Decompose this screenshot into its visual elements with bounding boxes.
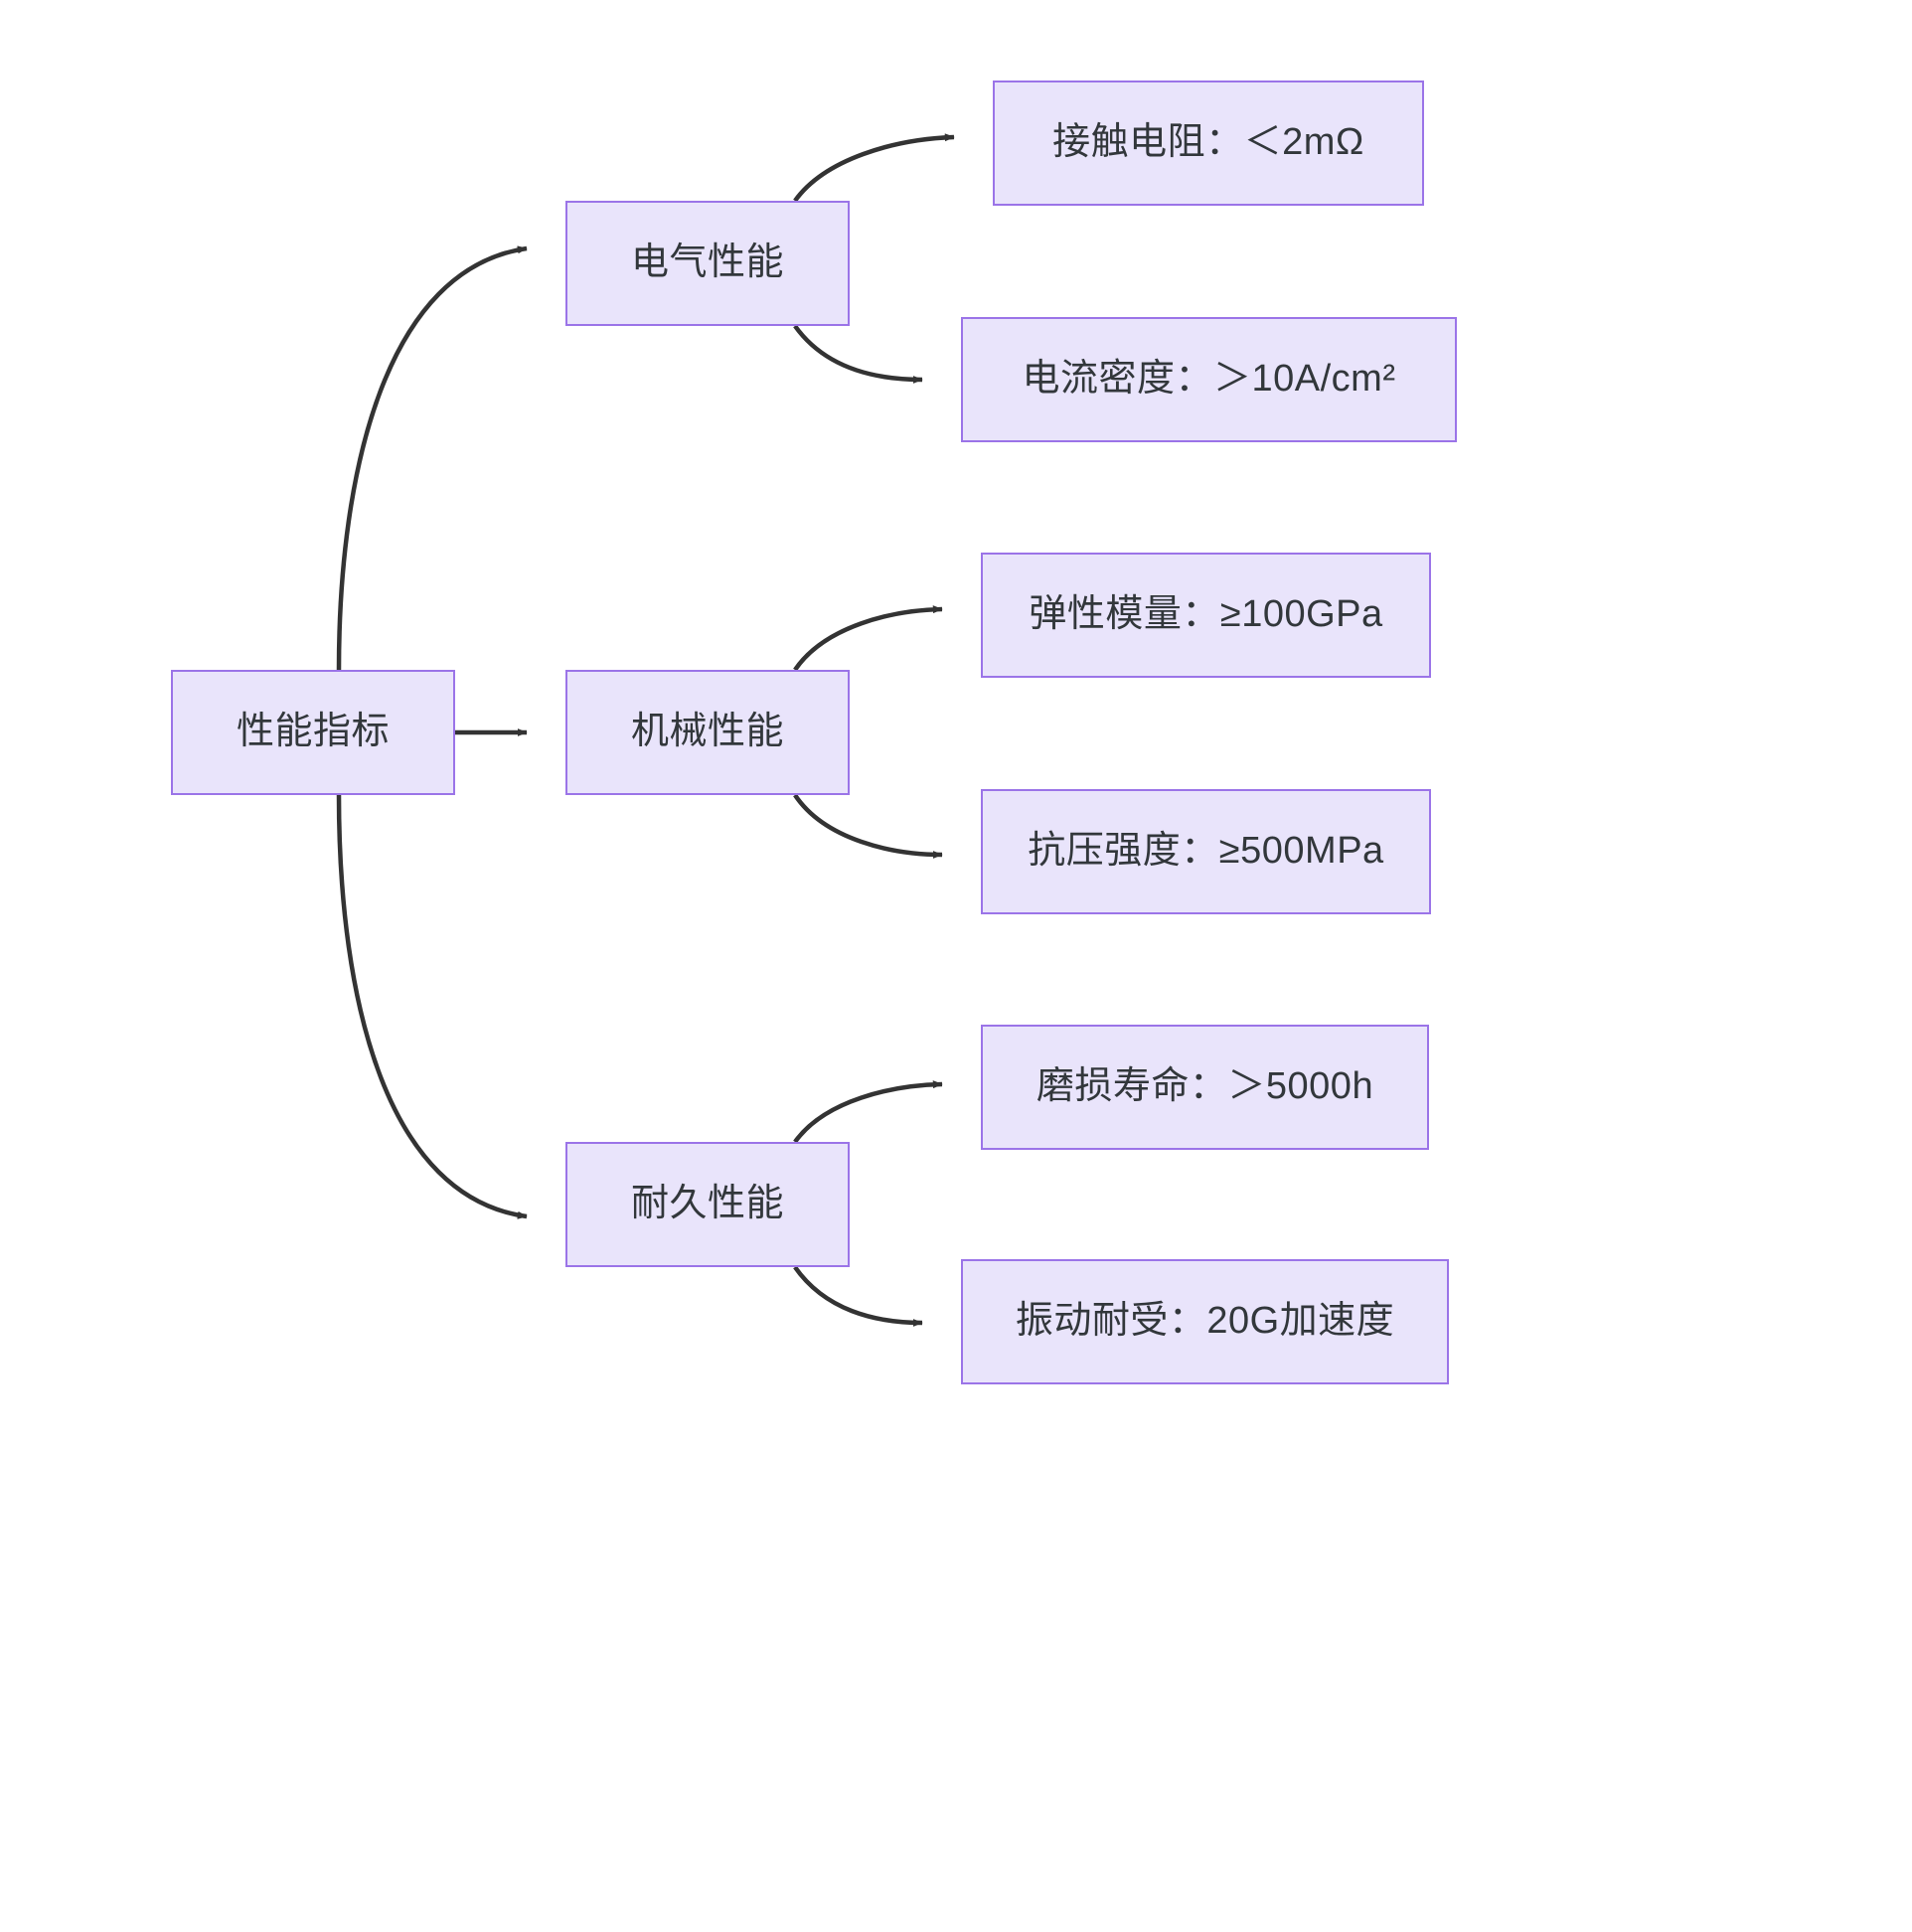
edge-durability-to-wear-life (793, 1080, 943, 1144)
node-mechanical-performance[interactable]: 机械性能 (565, 670, 850, 795)
node-contact-resistance[interactable]: 接触电阻：＜2mΩ (993, 80, 1424, 206)
edge-mechanical-to-compressive-strength (793, 793, 943, 859)
node-label: 磨损寿命：＞5000h (1036, 1065, 1374, 1108)
edge-electrical-to-contact-resistance (793, 133, 955, 203)
node-wear-life[interactable]: 磨损寿命：＞5000h (981, 1025, 1429, 1150)
edge-root-to-durability (336, 794, 528, 1219)
node-performance-metrics[interactable]: 性能指标 (171, 670, 455, 795)
node-vibration-tolerance[interactable]: 振动耐受：20G加速度 (961, 1259, 1449, 1384)
node-label: 电流密度：＞10A/cm² (1022, 358, 1396, 401)
edge-durability-to-vibration (793, 1265, 923, 1327)
node-label: 性能指标 (236, 711, 390, 753)
edge-electrical-to-current-density (793, 324, 923, 384)
node-electrical-performance[interactable]: 电气性能 (565, 201, 850, 326)
node-compressive-strength[interactable]: 抗压强度：≥500MPa (981, 789, 1431, 914)
node-label: 抗压强度：≥500MPa (1028, 830, 1384, 873)
node-label: 机械性能 (630, 711, 784, 753)
node-label: 弹性模量：≥100GPa (1029, 593, 1383, 636)
node-label: 电气性能 (630, 242, 784, 284)
node-elastic-modulus[interactable]: 弹性模量：≥100GPa (981, 553, 1431, 678)
node-durability-performance[interactable]: 耐久性能 (565, 1142, 850, 1267)
node-label: 接触电阻：＜2mΩ (1052, 121, 1364, 164)
edge-root-to-electrical (336, 245, 528, 671)
node-label: 耐久性能 (630, 1183, 784, 1225)
edge-mechanical-to-elastic-modulus (793, 605, 943, 672)
node-current-density[interactable]: 电流密度：＞10A/cm² (961, 317, 1457, 442)
node-label: 振动耐受：20G加速度 (1015, 1300, 1395, 1343)
